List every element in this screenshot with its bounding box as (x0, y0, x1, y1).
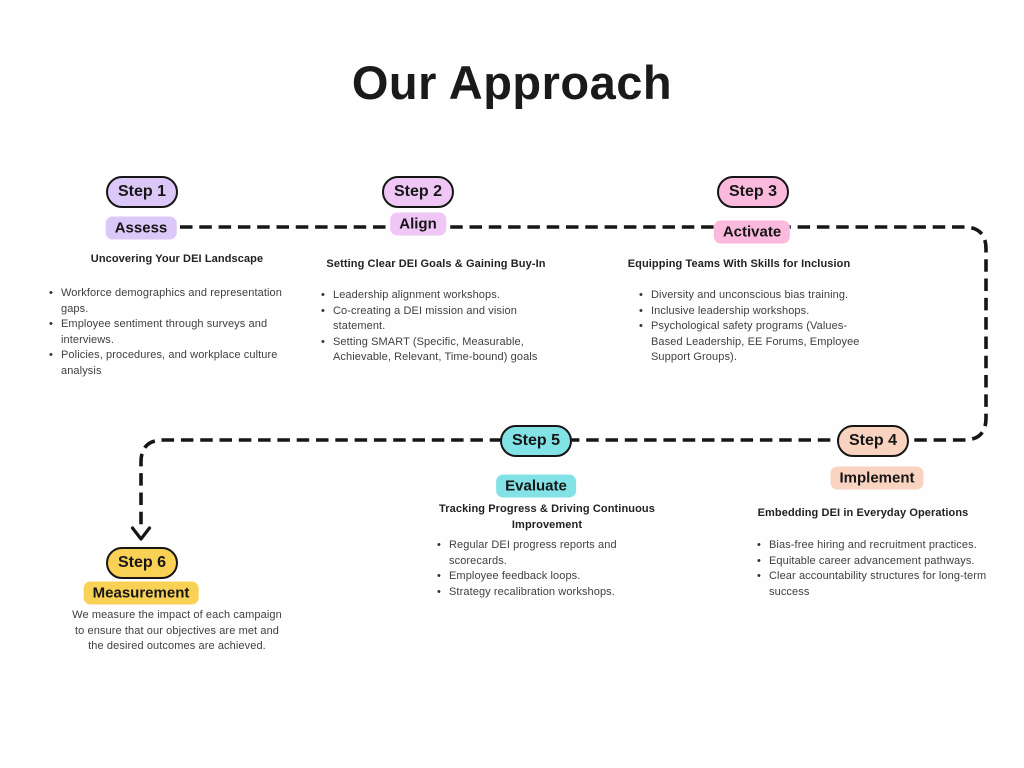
bullet-item: Workforce demographics and representatio… (48, 286, 308, 317)
step-2-bullets: Leadership alignment workshops. Co-creat… (320, 288, 538, 366)
bullet-item: Setting SMART (Specific, Measurable, Ach… (320, 335, 538, 366)
step-5-pill: Step 5 (499, 425, 573, 457)
step-6-description: We measure the impact of each campaign t… (72, 609, 282, 652)
bullet-item: Psychological safety programs (Values-Ba… (638, 319, 878, 366)
page-title: Our Approach (351, 56, 673, 109)
step-4-label: Implement (830, 466, 924, 490)
step-4-bullets: Bias-free hiring and recruitment practic… (756, 538, 991, 600)
bullet-item: Employee feedback loops. (436, 569, 651, 585)
step-3-bullets: Diversity and unconscious bias training.… (638, 288, 878, 366)
step-5-bullets: Regular DEI progress reports and scoreca… (436, 538, 651, 600)
bullet-item: Equitable career advancement pathways. (756, 554, 991, 570)
bullet-item: Strategy recalibration workshops. (436, 585, 651, 601)
bullet-item: Clear accountability structures for long… (756, 569, 991, 600)
flow-dashed-path (139, 225, 988, 529)
step-2-pill: Step 2 (381, 176, 455, 208)
step-1-bullets: Workforce demographics and representatio… (48, 286, 308, 379)
bullet-item: Leadership alignment workshops. (320, 288, 538, 304)
step-2-label: Align (390, 212, 446, 236)
bullet-item: Regular DEI progress reports and scoreca… (436, 538, 651, 569)
bullet-item: Diversity and unconscious bias training. (638, 288, 878, 304)
step-2-heading: Setting Clear DEI Goals & Gaining Buy-In (326, 258, 546, 270)
step-5-heading: Tracking Progress & Driving Continuous I… (439, 503, 655, 531)
bullet-item: Policies, procedures, and workplace cult… (48, 348, 308, 379)
bullet-item: Inclusive leadership workshops. (638, 304, 878, 320)
step-1-label: Assess (105, 216, 177, 240)
step-1-pill: Step 1 (105, 176, 179, 208)
bullet-item: Bias-free hiring and recruitment practic… (756, 538, 991, 554)
step-3-pill: Step 3 (716, 176, 790, 208)
arrow-down-icon (130, 526, 152, 541)
step-1-heading: Uncovering Your DEI Landscape (90, 253, 264, 265)
step-4-pill: Step 4 (836, 425, 910, 457)
bullet-item: Co-creating a DEI mission and vision sta… (320, 304, 538, 335)
step-6-label: Measurement (83, 581, 199, 605)
step-6-pill: Step 6 (105, 547, 179, 579)
step-3-label: Activate (713, 220, 791, 244)
step-4-heading: Embedding DEI in Everyday Operations (757, 507, 969, 519)
step-3-heading: Equipping Teams With Skills for Inclusio… (627, 258, 851, 270)
bullet-item: Employee sentiment through surveys and i… (48, 317, 308, 348)
step-5-label: Evaluate (496, 474, 576, 498)
